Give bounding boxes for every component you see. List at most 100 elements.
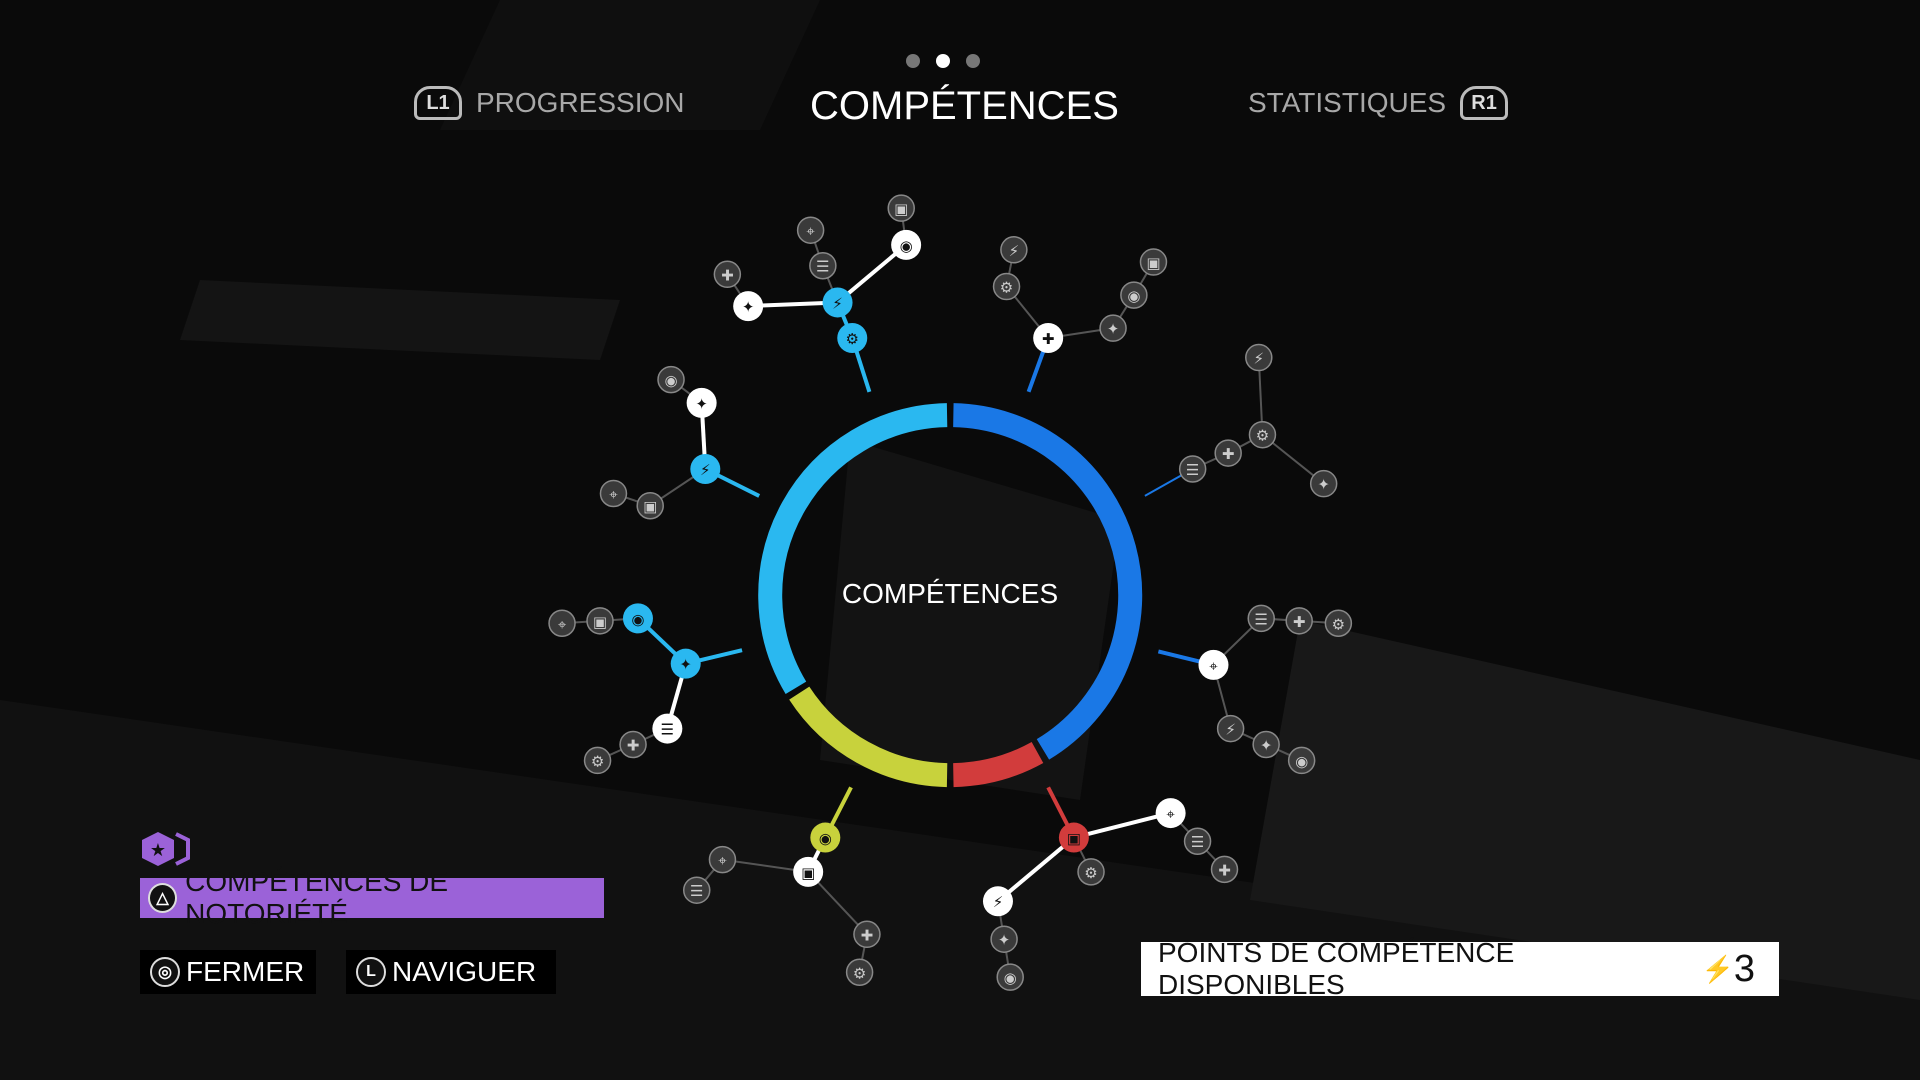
tab-progression[interactable]: L1 PROGRESSION: [414, 86, 684, 120]
skill-node-locked: [887, 194, 915, 222]
ring-segment-cyan: [758, 403, 948, 694]
skill-icon: ⚙: [1000, 279, 1013, 297]
skill-points-panel: POINTS DE COMPÉTENCE DISPONIBLES ⚡ 3: [1141, 937, 1779, 1000]
skill-icon: ☰: [661, 721, 674, 739]
skill-node-locked: [1287, 746, 1316, 775]
branch-edge: [996, 836, 1076, 903]
skill-node-locked: [708, 845, 737, 874]
skill-icon: ⚡: [1225, 721, 1236, 739]
tab-statistiques-label: STATISTIQUES: [1248, 87, 1447, 118]
skill-node-unlocked: [1155, 798, 1186, 829]
notoriety-skills-button[interactable]: △ COMPÉTENCES DE NOTORIÉTÉ: [140, 866, 604, 929]
skill-icon: ⌖: [718, 852, 727, 870]
skill-icon: ☰: [1186, 461, 1199, 479]
skill-node-locked: [996, 963, 1024, 991]
skill-node-locked: [1214, 439, 1242, 467]
skill-icon: ◉: [664, 372, 677, 390]
skill-node-locked: [1183, 827, 1212, 855]
skill-icon: ⚡: [700, 461, 711, 479]
skill-icon: ▣: [593, 613, 607, 631]
skill-icon: ⌖: [806, 222, 815, 240]
close-button[interactable]: ◎ FERMER: [140, 950, 316, 994]
skill-node-locked: [1309, 469, 1338, 498]
navigate-hint: L NAVIGUER: [346, 950, 556, 994]
skill-icon: ▣: [894, 200, 908, 218]
skill-node-category: [670, 648, 701, 679]
skill-node-locked: [1000, 236, 1028, 264]
skill-icon: ⚙: [591, 752, 604, 770]
skill-icon: ◉: [1004, 969, 1017, 987]
skill-icon: ▣: [801, 864, 815, 882]
l1-button-icon: L1: [414, 86, 462, 120]
skill-icon: ⚡: [1254, 350, 1265, 368]
skill-node-locked: [1285, 607, 1313, 635]
triangle-button-icon: △: [148, 883, 178, 913]
tab-bar: L1 PROGRESSION COMPÉTENCES STATISTIQUES …: [0, 0, 1920, 140]
skill-icon: ✚: [1222, 445, 1235, 463]
skill-icon: ✚: [1293, 613, 1306, 631]
skill-icon: ◉: [631, 610, 644, 628]
skill-node-locked: [1245, 343, 1273, 372]
skill-icon: ✚: [1218, 861, 1231, 879]
skill-icon: ☰: [690, 882, 703, 900]
skill-node-locked: [1324, 609, 1353, 638]
skill-node-unlocked: [652, 713, 683, 744]
ring-segment-red: [952, 741, 1044, 788]
skill-node-locked: [1210, 855, 1239, 884]
skill-icon: ✚: [1042, 330, 1055, 348]
skill-icon: ✚: [721, 266, 734, 284]
tab-statistiques[interactable]: STATISTIQUES R1: [1248, 86, 1509, 120]
skill-icon: ▣: [643, 498, 657, 516]
circle-button-icon: ◎: [150, 957, 180, 987]
skill-node-locked: [990, 925, 1018, 953]
skill-node-category: [622, 603, 653, 634]
skill-node-unlocked: [891, 229, 922, 260]
tab-competences[interactable]: COMPÉTENCES: [810, 84, 1119, 129]
skill-node-unlocked: [1198, 649, 1229, 680]
skill-icon: ◉: [1295, 752, 1308, 770]
skill-node-locked: [1139, 248, 1168, 276]
skill-icon: ⚙: [1084, 864, 1097, 882]
skill-node-locked: [548, 609, 576, 638]
skill-icon: ⚙: [853, 964, 866, 982]
page-dot: [966, 54, 980, 68]
r1-button-icon: R1: [1460, 86, 1509, 120]
skill-icon: ✦: [1107, 320, 1120, 338]
skill-node-locked: [636, 491, 664, 520]
skill-icon: ⚡: [832, 294, 843, 312]
skill-icon: ☰: [1255, 610, 1268, 628]
skill-node-category: [1058, 822, 1089, 853]
skill-node-unlocked: [733, 291, 764, 322]
skill-node-locked: [796, 216, 825, 244]
skill-node-locked: [1120, 281, 1148, 309]
skill-icon: ✦: [998, 931, 1011, 949]
skill-node-locked: [657, 365, 685, 394]
skill-icon: ⚙: [1256, 427, 1269, 445]
skill-node-category: [837, 322, 868, 353]
skill-icon: ✚: [861, 926, 874, 944]
skill-points-label: POINTS DE COMPÉTENCE DISPONIBLES: [1158, 937, 1515, 1000]
skill-node-unlocked: [982, 886, 1013, 917]
skill-node-category: [822, 287, 853, 318]
page-dot-active: [936, 54, 950, 68]
skill-icon: ✦: [1317, 476, 1330, 494]
skill-node-unlocked: [793, 856, 824, 887]
skill-node-locked: [992, 272, 1021, 301]
skill-node-unlocked: [686, 387, 717, 418]
navigate-label: NAVIGUER: [392, 956, 537, 987]
skill-icon: ☰: [1191, 833, 1204, 851]
skill-icon: ✦: [695, 395, 708, 413]
skill-node-locked: [809, 251, 837, 280]
branch-edge: [1073, 811, 1172, 840]
skill-icon: ☰: [816, 258, 829, 276]
skill-icon: ⚙: [846, 330, 859, 348]
skill-node-locked: [713, 260, 742, 289]
skill-node-locked: [1077, 858, 1105, 886]
skill-node-locked: [1252, 730, 1280, 759]
skill-node-locked: [586, 607, 614, 635]
skill-icon: ⚡: [1009, 242, 1020, 260]
skill-node-locked: [682, 876, 711, 904]
skill-icon: ▣: [1146, 254, 1160, 272]
notoriety-icon: ★: [142, 832, 190, 866]
